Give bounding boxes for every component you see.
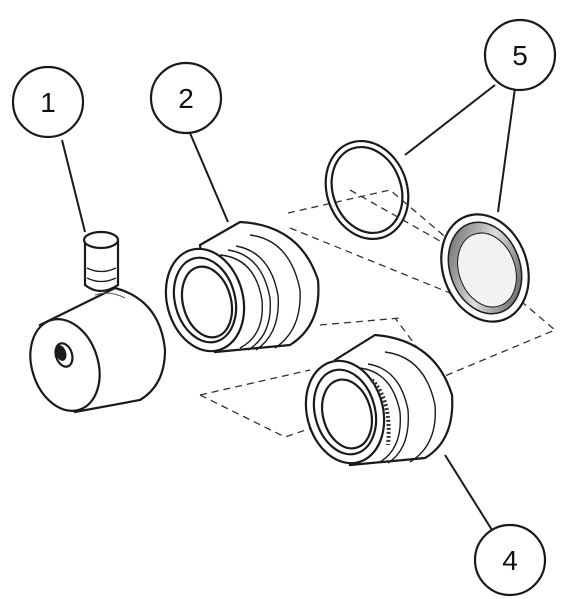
callout-4: 4 <box>473 523 547 597</box>
leader-line-4 <box>444 454 493 531</box>
part-o-ring <box>324 139 410 241</box>
callout-label-5: 5 <box>512 40 528 71</box>
callout-label-2: 2 <box>178 83 194 114</box>
callout-label-4: 4 <box>502 545 518 576</box>
leader-line-1 <box>61 139 86 233</box>
leader-line-5a <box>404 84 496 156</box>
callout-2: 2 <box>149 61 223 135</box>
callout-1: 1 <box>11 65 85 139</box>
leader-lines <box>61 84 516 531</box>
part-threaded-adapter-lower <box>304 333 454 467</box>
leader-line-5b <box>497 87 516 213</box>
part-seal-cap <box>440 213 530 323</box>
part-valve-body <box>29 230 167 414</box>
callout-label-1: 1 <box>40 87 56 118</box>
callout-5: 5 <box>483 18 557 92</box>
part-threaded-adapter-upper <box>164 220 320 354</box>
leader-line-2 <box>189 132 229 223</box>
